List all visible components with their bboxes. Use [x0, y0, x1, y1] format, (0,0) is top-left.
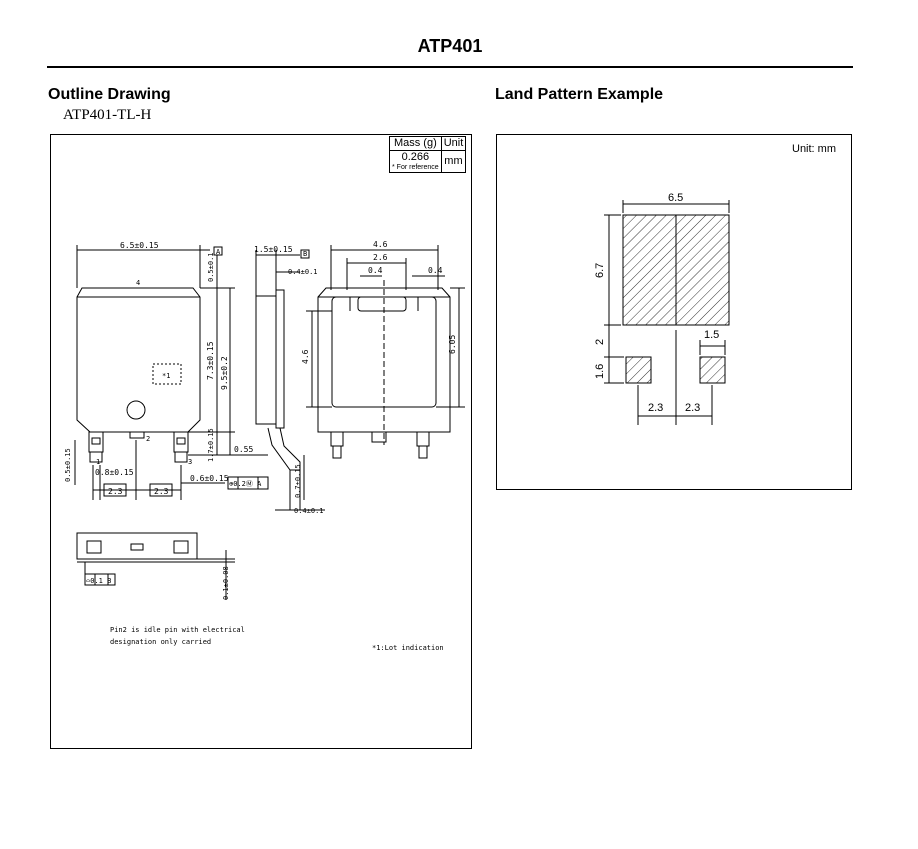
- unit-value: mm: [440, 150, 467, 173]
- pin2-label: 2: [146, 435, 150, 443]
- land-dim-width: 6.5: [668, 192, 683, 204]
- lot-mark: *1: [162, 372, 170, 380]
- dim-lead-08: 0.8±0.15: [95, 468, 134, 477]
- outline-frame: [50, 134, 472, 749]
- datum-a: A: [216, 248, 221, 256]
- dim-back-04a: 0.4: [368, 266, 383, 275]
- flatness-tolerance: ⌓0.1 B: [86, 577, 111, 585]
- outline-heading: Outline Drawing: [48, 86, 171, 103]
- dim-back-605: 6.05: [448, 335, 457, 354]
- mass-cell: 0.266 * For reference: [389, 150, 442, 173]
- front-body: [76, 287, 201, 433]
- dim-body-95: 9.5±0.2: [220, 356, 229, 390]
- dim-back-04b: 0.4: [428, 266, 443, 275]
- datum-b: B: [303, 250, 307, 258]
- dim-side-04: 0.4±0.1: [288, 268, 318, 276]
- land-pad-right: [699, 356, 726, 384]
- part-name: ATP401-TL-H: [63, 107, 152, 123]
- dim-back-26: 2.6: [373, 253, 388, 262]
- note-pin2-line2: designation only carried: [110, 638, 211, 646]
- dim-lead-06: 0.6±0.15: [190, 474, 229, 483]
- dim-side-width: 1.5±0.15: [254, 245, 293, 254]
- dim-pitch-a: 2.3: [108, 487, 123, 496]
- pin1-label: 1: [96, 458, 100, 466]
- mass-table: Mass (g) Unit 0.266 * For reference mm: [389, 136, 467, 173]
- dim-flat-01: 0.1±0.08: [222, 566, 230, 600]
- land-unit: Unit: mm: [792, 143, 836, 155]
- land-pad-left: [625, 356, 652, 384]
- mass-value: 0.266: [401, 151, 430, 163]
- dim-side-04b: 0.4±0.1: [294, 507, 324, 515]
- land-dim-pitch-b: 2.3: [685, 402, 700, 414]
- dim-pitch-b: 2.3: [154, 487, 169, 496]
- title-rule: [47, 66, 853, 68]
- land-dim-height: 6.7: [594, 263, 606, 278]
- land-dim-pad-h: 1.6: [594, 364, 606, 379]
- dim-back-46: 4.6: [373, 240, 388, 249]
- land-dim-pitch-a: 2.3: [648, 402, 663, 414]
- mass-header: Mass (g): [389, 136, 442, 151]
- dim-right-05: 0.5±0.1: [207, 252, 215, 282]
- page-title: ATP401: [417, 36, 483, 56]
- mounting-hole: [126, 400, 146, 420]
- note-pin2-line1: Pin2 is idle pin with electrical: [110, 626, 245, 634]
- dim-left-05: 0.5±0.15: [64, 448, 72, 482]
- dim-top-width: 6.5±0.15: [120, 241, 159, 250]
- dim-side-07: 0.7±0.15: [294, 464, 302, 498]
- position-tolerance: ⊕0.2Ⓜ A: [229, 480, 262, 488]
- land-dim-pad-w: 1.5: [704, 329, 719, 341]
- land-dim-gap: 2: [594, 339, 606, 345]
- lot-indication-box: [152, 363, 182, 385]
- land-heading: Land Pattern Example: [495, 86, 664, 103]
- dim-side-055: 0.55: [234, 445, 253, 454]
- pin3-label: 3: [188, 458, 192, 466]
- dim-lead-17: 1.7±0.15: [207, 428, 215, 462]
- dim-back-46v: 4.6: [301, 349, 310, 364]
- land-frame: [496, 134, 852, 490]
- mass-note: * For reference: [392, 164, 439, 171]
- pin4-label: 4: [136, 279, 140, 287]
- note-lot: *1:Lot indication: [372, 644, 444, 652]
- dim-body-73: 7.3±0.15: [206, 341, 215, 380]
